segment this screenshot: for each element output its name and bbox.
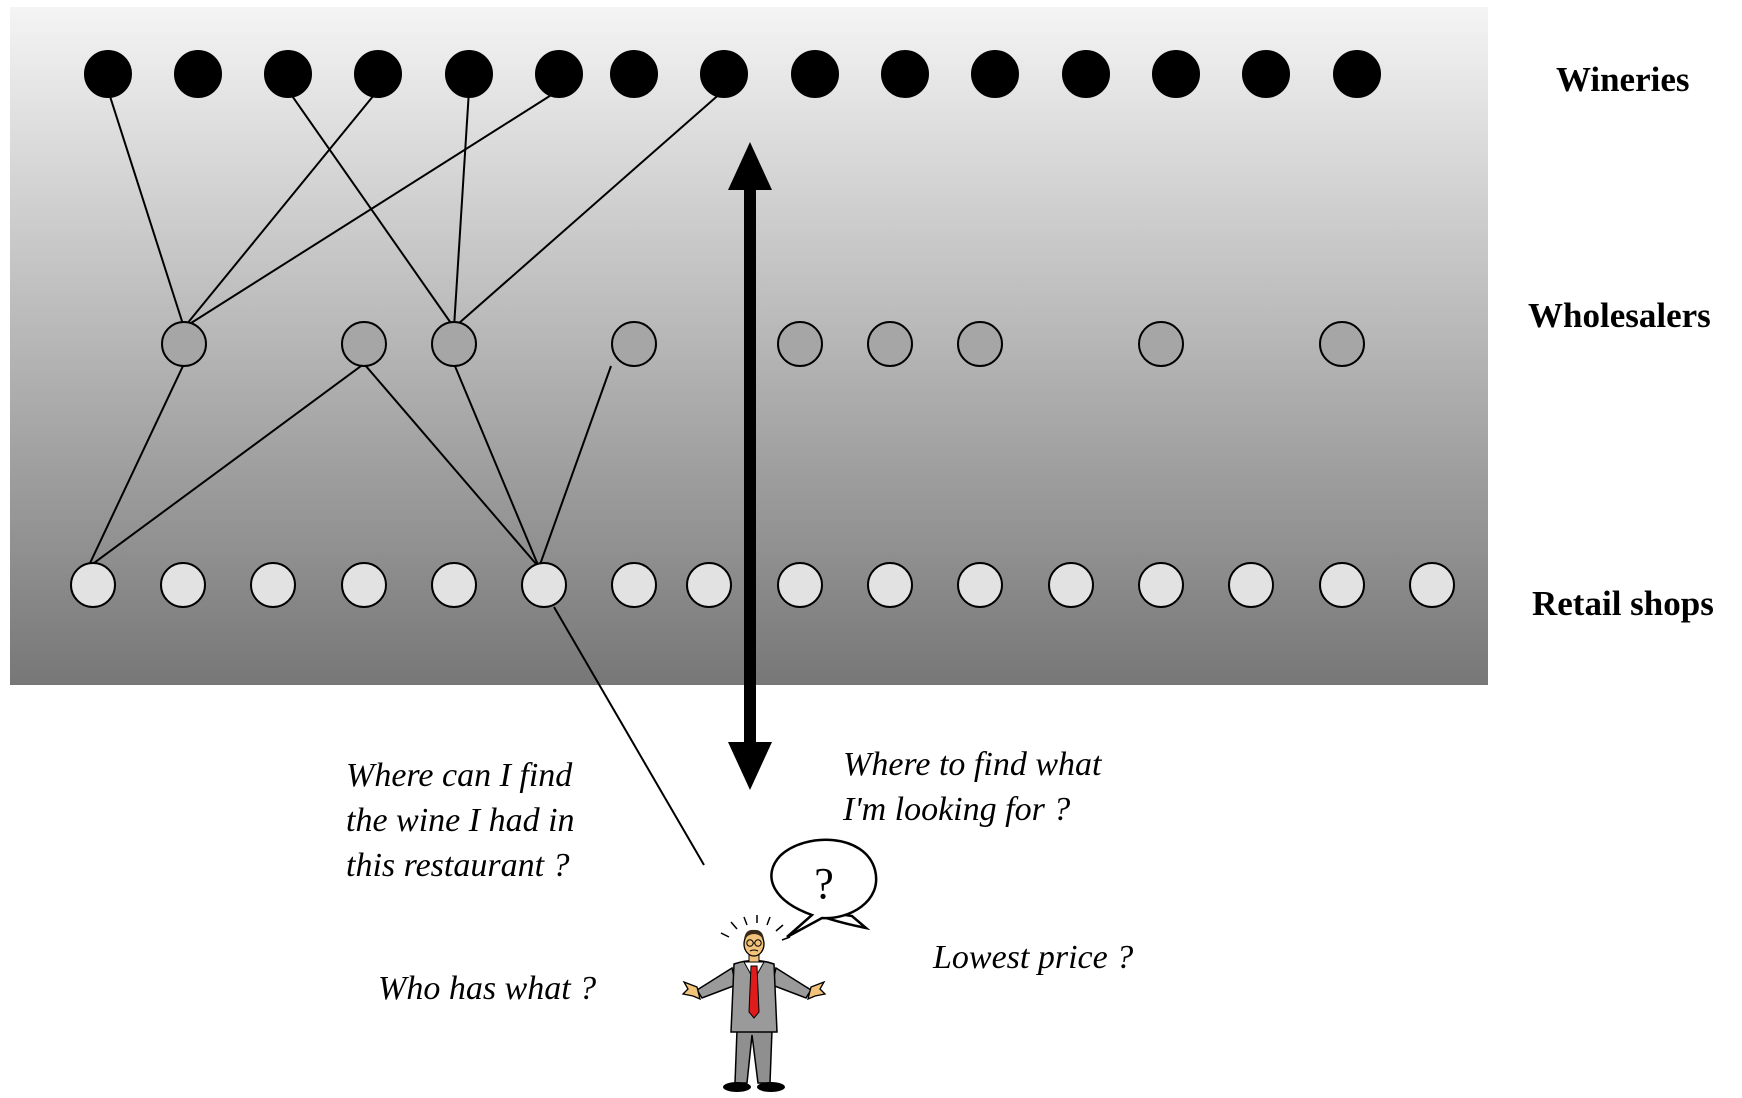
- speech-bubble: ?: [770, 838, 878, 939]
- link-layer: [87, 89, 725, 866]
- winery-node: [354, 50, 402, 98]
- wholesaler-node: [161, 321, 207, 367]
- winery-node: [1242, 50, 1290, 98]
- double-arrow-icon: [728, 142, 772, 790]
- wholesaler-node: [1138, 321, 1184, 367]
- retail-shop-node: [70, 562, 116, 608]
- retail-shop-node: [521, 562, 567, 608]
- winery-node: [971, 50, 1019, 98]
- question-where-to-find: Where to find what I'm looking for ?: [843, 746, 1102, 828]
- retail-shop-node: [431, 562, 477, 608]
- winery-node: [84, 50, 132, 98]
- retail-shop-node: [686, 562, 732, 608]
- retail-shop-node: [160, 562, 206, 608]
- winery-node: [174, 50, 222, 98]
- confused-man-icon: [681, 915, 827, 1092]
- winery-wholesaler-link: [107, 89, 185, 328]
- retail-shop-node: [1138, 562, 1184, 608]
- wholesaler-retail-link: [87, 363, 185, 568]
- bubble-question-mark: ?: [814, 859, 834, 908]
- winery-node: [535, 50, 583, 98]
- winery-node: [1333, 50, 1381, 98]
- wholesaler-node: [341, 321, 387, 367]
- retail-shop-node: [250, 562, 296, 608]
- retail-shop-node: [1048, 562, 1094, 608]
- question-lowest-price: Lowest price ?: [933, 939, 1134, 976]
- winery-wholesaler-link: [453, 89, 725, 329]
- retail-shops-label: Retail shops: [1532, 584, 1714, 623]
- winery-wholesaler-link: [287, 89, 455, 329]
- wholesaler-node: [431, 321, 477, 367]
- retail-shop-node: [611, 562, 657, 608]
- question-restaurant-wine: Where can I find the wine I had in this …: [346, 757, 575, 884]
- retail-customer-link: [553, 606, 705, 866]
- wholesaler-node: [867, 321, 913, 367]
- winery-node: [791, 50, 839, 98]
- retail-shop-node: [1319, 562, 1365, 608]
- wholesaler-node: [957, 321, 1003, 367]
- wholesaler-retail-link: [453, 363, 540, 568]
- winery-node: [264, 50, 312, 98]
- winery-wholesaler-link: [183, 89, 379, 329]
- winery-node: [610, 50, 658, 98]
- wholesaler-node: [777, 321, 823, 367]
- wholesaler-node: [611, 321, 657, 367]
- retail-shop-node: [1228, 562, 1274, 608]
- retail-shop-node: [957, 562, 1003, 608]
- winery-node: [445, 50, 493, 98]
- question-who-has-what: Who has what ?: [378, 970, 597, 1007]
- retail-shop-node: [867, 562, 913, 608]
- node-layer: [70, 50, 1455, 608]
- winery-node: [881, 50, 929, 98]
- retail-shop-node: [777, 562, 823, 608]
- retail-shop-node: [1409, 562, 1455, 608]
- wholesaler-retail-link: [538, 365, 612, 568]
- wholesaler-retail-link: [87, 362, 365, 569]
- wholesaler-retail-link: [363, 363, 540, 569]
- winery-node: [1152, 50, 1200, 98]
- wholesalers-label: Wholesalers: [1528, 296, 1711, 335]
- winery-node: [700, 50, 748, 98]
- winery-wholesaler-link: [453, 90, 470, 328]
- retail-shop-node: [341, 562, 387, 608]
- wineries-label: Wineries: [1556, 60, 1690, 99]
- wholesaler-node: [1319, 321, 1365, 367]
- winery-node: [1062, 50, 1110, 98]
